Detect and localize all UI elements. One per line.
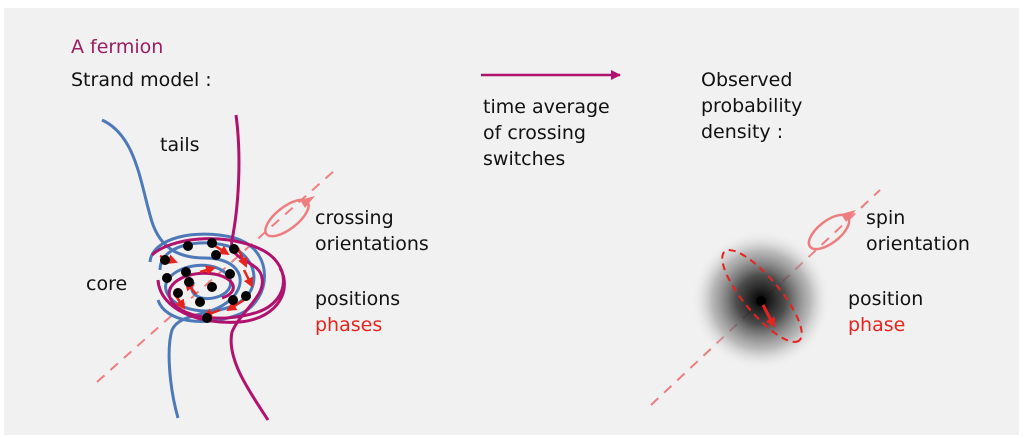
crossing-label: crossing — [315, 207, 394, 229]
position-dot — [756, 296, 766, 306]
spin-axis-left — [96, 169, 336, 383]
tails-label: tails — [160, 134, 200, 156]
crossing-dot-icon — [160, 238, 251, 323]
observed-heading-line1: Observed — [701, 69, 793, 91]
rotation-arrow-icon-right — [807, 210, 856, 251]
time-average-line3: switches — [483, 148, 566, 170]
observed-heading-line3: density : — [701, 121, 784, 143]
core-label: core — [86, 273, 128, 295]
blue-strand — [101, 118, 242, 419]
strand-model-heading: Strand model : — [71, 69, 212, 91]
magenta-strand — [229, 114, 270, 421]
blue-core-loop-2 — [148, 232, 266, 324]
magenta-core-loop-2 — [156, 267, 286, 324]
phase-label: phase — [848, 314, 906, 336]
observed-heading-line2: probability — [701, 95, 803, 117]
spin-axis-right — [650, 189, 881, 406]
time-average-line2: of crossing — [483, 122, 586, 144]
position-label: position — [848, 288, 924, 310]
rotation-arrow-icon — [264, 196, 315, 238]
phase-ellipse — [721, 249, 803, 343]
orientation-label: orientation — [866, 233, 970, 255]
figure-title: A fermion — [71, 36, 164, 58]
positions-label: positions — [315, 288, 401, 310]
phase-arrow-icon — [761, 304, 776, 328]
phases-label: phases — [315, 314, 383, 336]
time-average-line1: time average — [483, 96, 610, 118]
orientations-label: orientations — [315, 233, 429, 255]
spin-label: spin — [866, 207, 906, 229]
